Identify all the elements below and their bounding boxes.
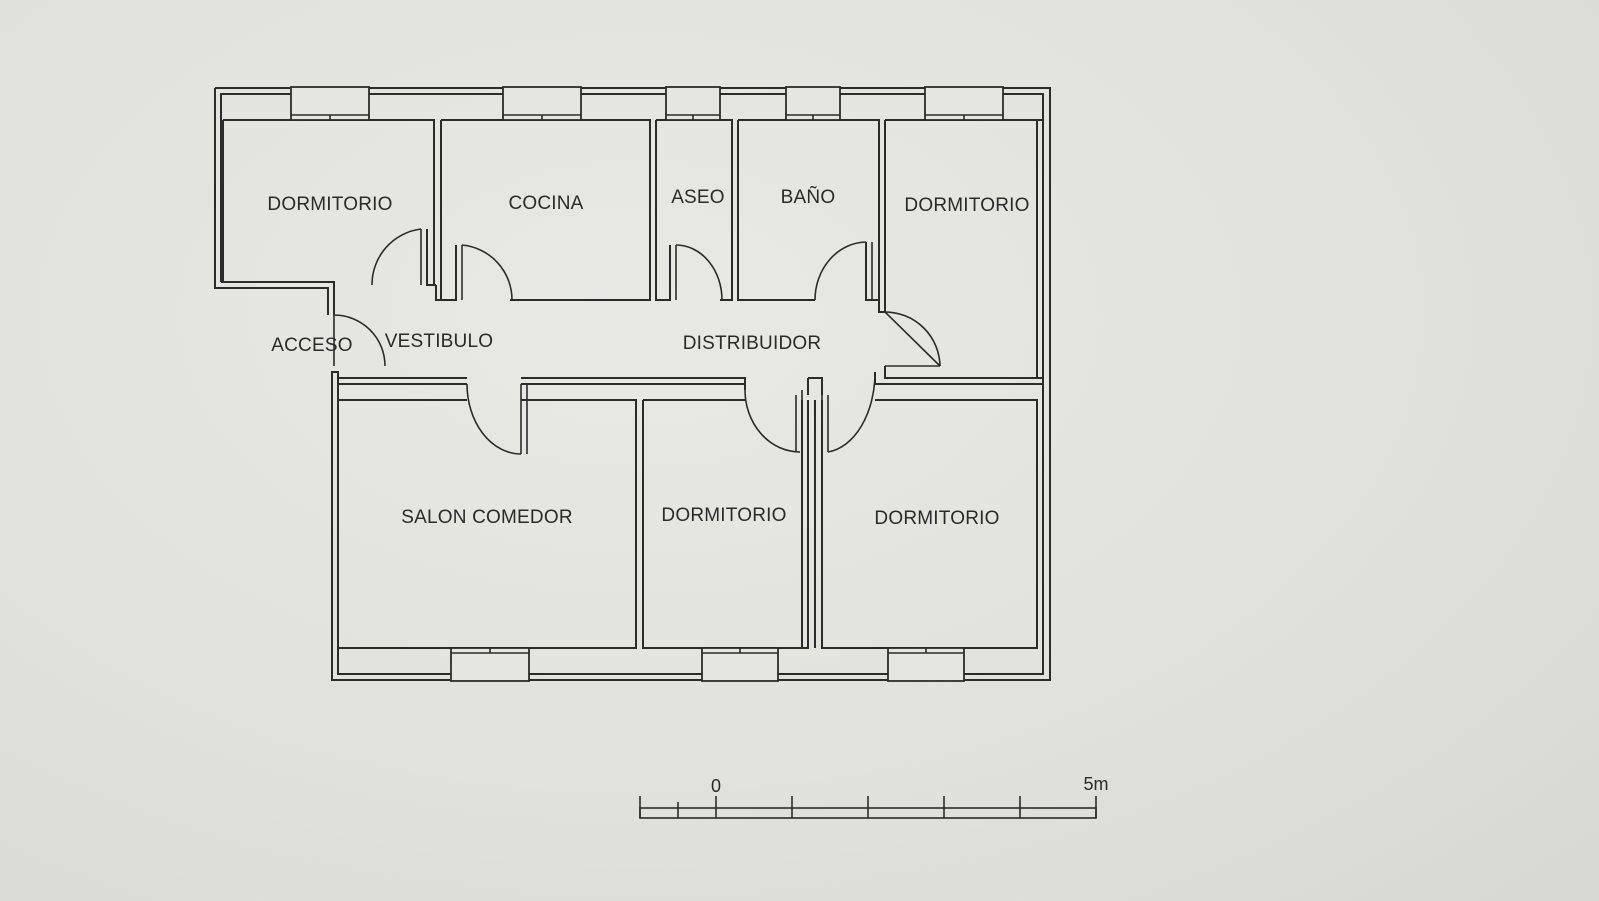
door-cocina: [455, 244, 513, 301]
door-acceso: [333, 314, 386, 367]
window-salon-comedor: [450, 647, 530, 682]
windows: [290, 86, 1004, 682]
label-vestibulo: VESTIBULO: [385, 331, 493, 352]
window-bano: [785, 86, 841, 121]
label-distribuidor: DISTRIBUIDOR: [683, 333, 822, 354]
label-dormitorio-bottom-right: DORMITORIO: [874, 508, 999, 529]
wall-bano: [738, 119, 880, 301]
window-dormitorio-top-right: [924, 86, 1004, 121]
label-dormitorio-bottom-middle: DORMITORIO: [661, 505, 786, 526]
window-cocina: [502, 86, 582, 121]
window-dormitorio-top-left: [290, 86, 370, 121]
scale-bar: 0 5m: [639, 774, 1109, 819]
label-aseo: ASEO: [671, 187, 725, 208]
door-dormitorio-bottom-right: [821, 371, 876, 453]
label-salon-comedor: SALON COMEDOR: [401, 507, 573, 528]
doors: [333, 228, 941, 455]
window-dormitorio-bottom-middle: [701, 647, 779, 682]
room-labels: DORMITORIO COCINA ASEO BAÑO DORMITORIO A…: [267, 186, 1029, 529]
door-dormitorio-top-right: [884, 311, 941, 367]
outer-walls: [214, 87, 1051, 681]
scale-label-zero: 0: [711, 776, 721, 796]
wall-aseo: [656, 119, 733, 301]
label-acceso: ACCESO: [271, 335, 352, 356]
door-bano: [814, 241, 873, 301]
door-dormitorio-top-left: [371, 228, 428, 286]
label-bano: BAÑO: [781, 186, 836, 208]
scale-label-end: 5m: [1083, 774, 1108, 794]
window-aseo: [665, 86, 721, 121]
window-dormitorio-bottom-right: [887, 647, 965, 682]
label-dormitorio-top-left: DORMITORIO: [267, 194, 392, 215]
label-dormitorio-top-right: DORMITORIO: [904, 195, 1029, 216]
label-cocina: COCINA: [508, 193, 583, 214]
door-salon-comedor: [466, 383, 528, 455]
door-aseo: [669, 244, 723, 301]
door-dormitorio-bottom-middle: [744, 389, 803, 453]
wall-dormitorio-bottom-right: [821, 399, 1038, 649]
